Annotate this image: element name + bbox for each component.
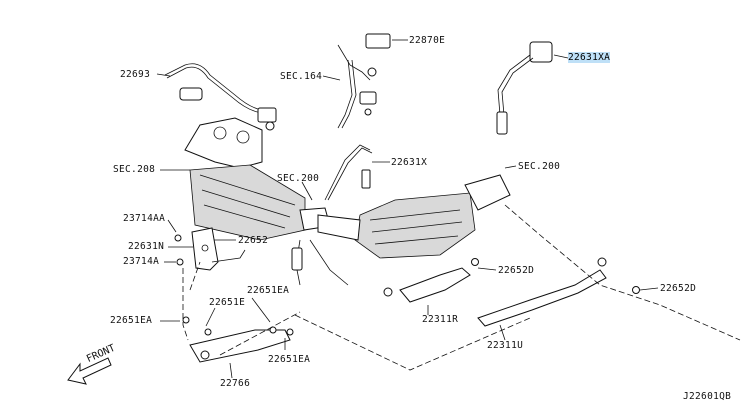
- bolt-22652d-b: [632, 286, 640, 294]
- sensor-22631xa: [496, 41, 553, 135]
- label-22693: 22693: [120, 69, 151, 80]
- diagram-code: J22601QB: [683, 391, 732, 402]
- bolt-22652d-a: [471, 258, 479, 266]
- label-sec164: SEC.164: [280, 71, 323, 82]
- label-22631n: 22631N: [128, 241, 165, 252]
- heat-shield-22311r: [383, 267, 471, 303]
- label-22631x: 22631X: [391, 157, 428, 168]
- label-22631xa: 22631XA: [568, 52, 611, 63]
- bracket-22652: [174, 227, 246, 271]
- label-22651e: 22651E: [209, 297, 246, 308]
- catalytic-converter: [184, 117, 331, 241]
- heat-shield-22311u: [477, 257, 607, 327]
- front-arrow-icon: [67, 357, 112, 385]
- center-muffler: [317, 174, 511, 259]
- label-22766: 22766: [220, 378, 251, 389]
- label-22652: 22652: [238, 235, 269, 246]
- label-22651ea-bottom: 22651EA: [268, 354, 311, 365]
- label-22311u: 22311U: [487, 340, 524, 351]
- label-sec208: SEC.208: [113, 164, 156, 175]
- sensor-22693: [164, 63, 277, 131]
- leader-lines: [156, 39, 659, 379]
- label-22652d-a: 22652D: [498, 265, 535, 276]
- label-22870e: 22870E: [409, 35, 446, 46]
- label-sec200-center: SEC.200: [277, 173, 320, 184]
- label-sec200-right: SEC.200: [518, 161, 561, 172]
- label-23714aa: 23714AA: [123, 213, 166, 224]
- reference-dashes: [182, 204, 741, 371]
- harness-22631n: [291, 239, 349, 286]
- sensor-22631x: [324, 144, 373, 201]
- label-22651ea-left: 22651EA: [110, 315, 153, 326]
- bracket-22766: [182, 316, 294, 363]
- label-22652d-b: 22652D: [660, 283, 697, 294]
- label-23714a: 23714A: [123, 256, 160, 267]
- harness-sec164: [337, 33, 391, 129]
- label-22311r: 22311R: [422, 314, 459, 325]
- label-22651ea-top: 22651EA: [247, 285, 290, 296]
